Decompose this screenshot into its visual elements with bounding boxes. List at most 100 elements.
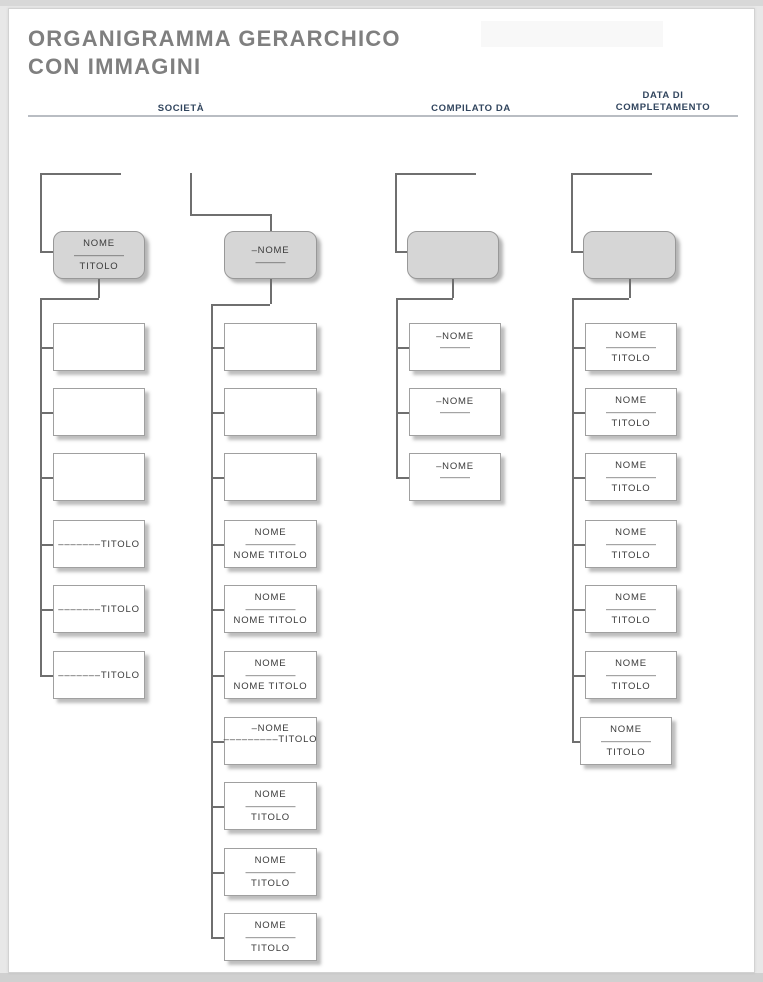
org-box[interactable]: NOME –––––––––– TITOLO bbox=[585, 651, 677, 699]
org-box-empty[interactable] bbox=[224, 453, 317, 501]
org-box[interactable]: NOME –––––––––– TITOLO bbox=[224, 782, 317, 830]
org-box[interactable]: NOME –––––––––– TITOLO bbox=[224, 848, 317, 896]
org-box[interactable]: –NOME –––––––––TITOLO bbox=[224, 717, 317, 765]
page-title-line2: CON IMMAGINI bbox=[28, 54, 202, 79]
field-label-completion-date-line2: COMPLETAMENTO bbox=[615, 102, 711, 113]
divider-dashes: –––––––––– bbox=[605, 471, 657, 482]
name-placeholder: NOME bbox=[254, 526, 287, 538]
org-box[interactable]: NOME –––––––––– TITOLO bbox=[585, 388, 677, 436]
title-placeholder: –––––––TITOLO bbox=[58, 538, 140, 550]
connector-line bbox=[629, 279, 631, 298]
window-bottom-strip bbox=[0, 973, 763, 982]
org-box[interactable]: NOME –––––––––– TITOLO bbox=[585, 520, 677, 568]
org-box[interactable]: NOME –––––––––– TITOLO bbox=[580, 717, 672, 765]
name-placeholder: NOME bbox=[615, 329, 647, 341]
connector-line bbox=[571, 173, 573, 251]
name-placeholder: NOME bbox=[254, 919, 287, 931]
connector-stub bbox=[572, 609, 585, 611]
connector-stub bbox=[211, 675, 224, 677]
connector-line bbox=[395, 173, 476, 175]
name-placeholder: –NOME bbox=[251, 244, 290, 256]
name-placeholder: NOME bbox=[615, 591, 647, 603]
connector-line bbox=[190, 173, 192, 214]
connector-stub bbox=[572, 347, 585, 349]
title-placeholder: NOME TITOLO bbox=[233, 550, 308, 562]
org-box[interactable]: –NOME –––––– bbox=[409, 453, 501, 501]
divider-dashes: –––––––––– bbox=[245, 538, 296, 549]
name-placeholder: NOME bbox=[615, 459, 647, 471]
title-placeholder: –––––––TITOLO bbox=[58, 603, 140, 615]
connector-line bbox=[572, 298, 629, 300]
title-placeholder: TITOLO bbox=[251, 812, 290, 824]
connector-stub bbox=[40, 477, 53, 479]
org-box[interactable]: –––––––TITOLO bbox=[53, 651, 145, 699]
connector-stub bbox=[211, 937, 224, 939]
connector-trunk bbox=[211, 304, 213, 937]
name-placeholder: NOME bbox=[254, 788, 287, 800]
connector-stub bbox=[211, 347, 224, 349]
org-box[interactable]: –NOME –––––– bbox=[409, 388, 501, 436]
org-box[interactable]: NOME –––––––––– NOME TITOLO bbox=[224, 651, 317, 699]
name-placeholder: NOME bbox=[615, 526, 647, 538]
org-box[interactable]: NOME –––––––––– TITOLO bbox=[585, 585, 677, 633]
org-box[interactable]: –––––––TITOLO bbox=[53, 520, 145, 568]
title-placeholder: TITOLO bbox=[611, 615, 651, 627]
connector-stub bbox=[211, 544, 224, 546]
connector-stub bbox=[572, 477, 585, 479]
org-box[interactable]: NOME –––––––––– TITOLO bbox=[585, 323, 677, 371]
connector-trunk bbox=[396, 298, 398, 477]
field-label-completion-date: DATA DI COMPLETAMENTO bbox=[616, 90, 711, 114]
name-placeholder: –NOME bbox=[436, 396, 474, 407]
title-placeholder: NOME TITOLO bbox=[233, 681, 308, 693]
connector-line bbox=[190, 214, 270, 216]
org-box-empty[interactable] bbox=[53, 388, 145, 436]
connector-stub bbox=[211, 477, 224, 479]
connector-line bbox=[211, 304, 270, 306]
connector-trunk bbox=[572, 298, 574, 741]
root-box[interactable]: –NOME –––––– bbox=[224, 231, 317, 279]
title-placeholder: –––––––TITOLO bbox=[58, 669, 140, 681]
org-box[interactable]: NOME –––––––––– NOME TITOLO bbox=[224, 520, 317, 568]
org-box-empty[interactable] bbox=[53, 453, 145, 501]
org-box-empty[interactable] bbox=[224, 388, 317, 436]
field-label-completion-date-line1: DATA DI bbox=[642, 90, 684, 101]
connector-line bbox=[395, 251, 407, 253]
root-box-empty[interactable] bbox=[583, 231, 676, 279]
connector-line bbox=[270, 214, 272, 231]
page-title-line1: ORGANIGRAMMA GERARCHICO bbox=[28, 26, 401, 51]
root-box[interactable]: NOME –––––––––– TITOLO bbox=[53, 231, 145, 279]
connector-stub bbox=[211, 609, 224, 611]
root-box-empty[interactable] bbox=[407, 231, 499, 279]
name-placeholder: NOME bbox=[610, 723, 642, 735]
connector-stub bbox=[211, 806, 224, 808]
org-box-empty[interactable] bbox=[224, 323, 317, 371]
connector-stub bbox=[572, 741, 580, 743]
name-placeholder: NOME bbox=[83, 237, 115, 249]
divider-dashes: –––––––––– bbox=[605, 341, 657, 352]
divider-dashes: –––––––––– bbox=[73, 249, 125, 260]
name-placeholder: NOME bbox=[615, 394, 647, 406]
org-box[interactable]: NOME –––––––––– NOME TITOLO bbox=[224, 585, 317, 633]
divider-dashes: –––––––––– bbox=[245, 866, 296, 877]
title-placeholder: TITOLO bbox=[611, 418, 651, 430]
connector-line bbox=[40, 298, 99, 300]
field-label-company: SOCIETÀ bbox=[157, 103, 205, 114]
connector-line bbox=[40, 173, 121, 175]
org-box[interactable]: NOME –––––––––– TITOLO bbox=[224, 913, 317, 961]
connector-line bbox=[452, 279, 454, 298]
page-title: ORGANIGRAMMA GERARCHICO CON IMMAGINI bbox=[28, 25, 401, 81]
org-box[interactable]: NOME –––––––––– TITOLO bbox=[585, 453, 677, 501]
org-box[interactable]: –NOME –––––– bbox=[409, 323, 501, 371]
connector-stub bbox=[40, 412, 53, 414]
window-top-strip bbox=[0, 0, 763, 6]
org-box-empty[interactable] bbox=[53, 323, 145, 371]
org-box[interactable]: –––––––TITOLO bbox=[53, 585, 145, 633]
title-placeholder: TITOLO bbox=[611, 483, 651, 495]
connector-line bbox=[40, 251, 53, 253]
connector-stub bbox=[396, 477, 409, 479]
connector-stub bbox=[572, 544, 585, 546]
divider-dashes: –––––––––– bbox=[245, 931, 296, 942]
connector-stub bbox=[40, 609, 53, 611]
connector-line bbox=[396, 298, 453, 300]
connector-line bbox=[395, 173, 397, 251]
